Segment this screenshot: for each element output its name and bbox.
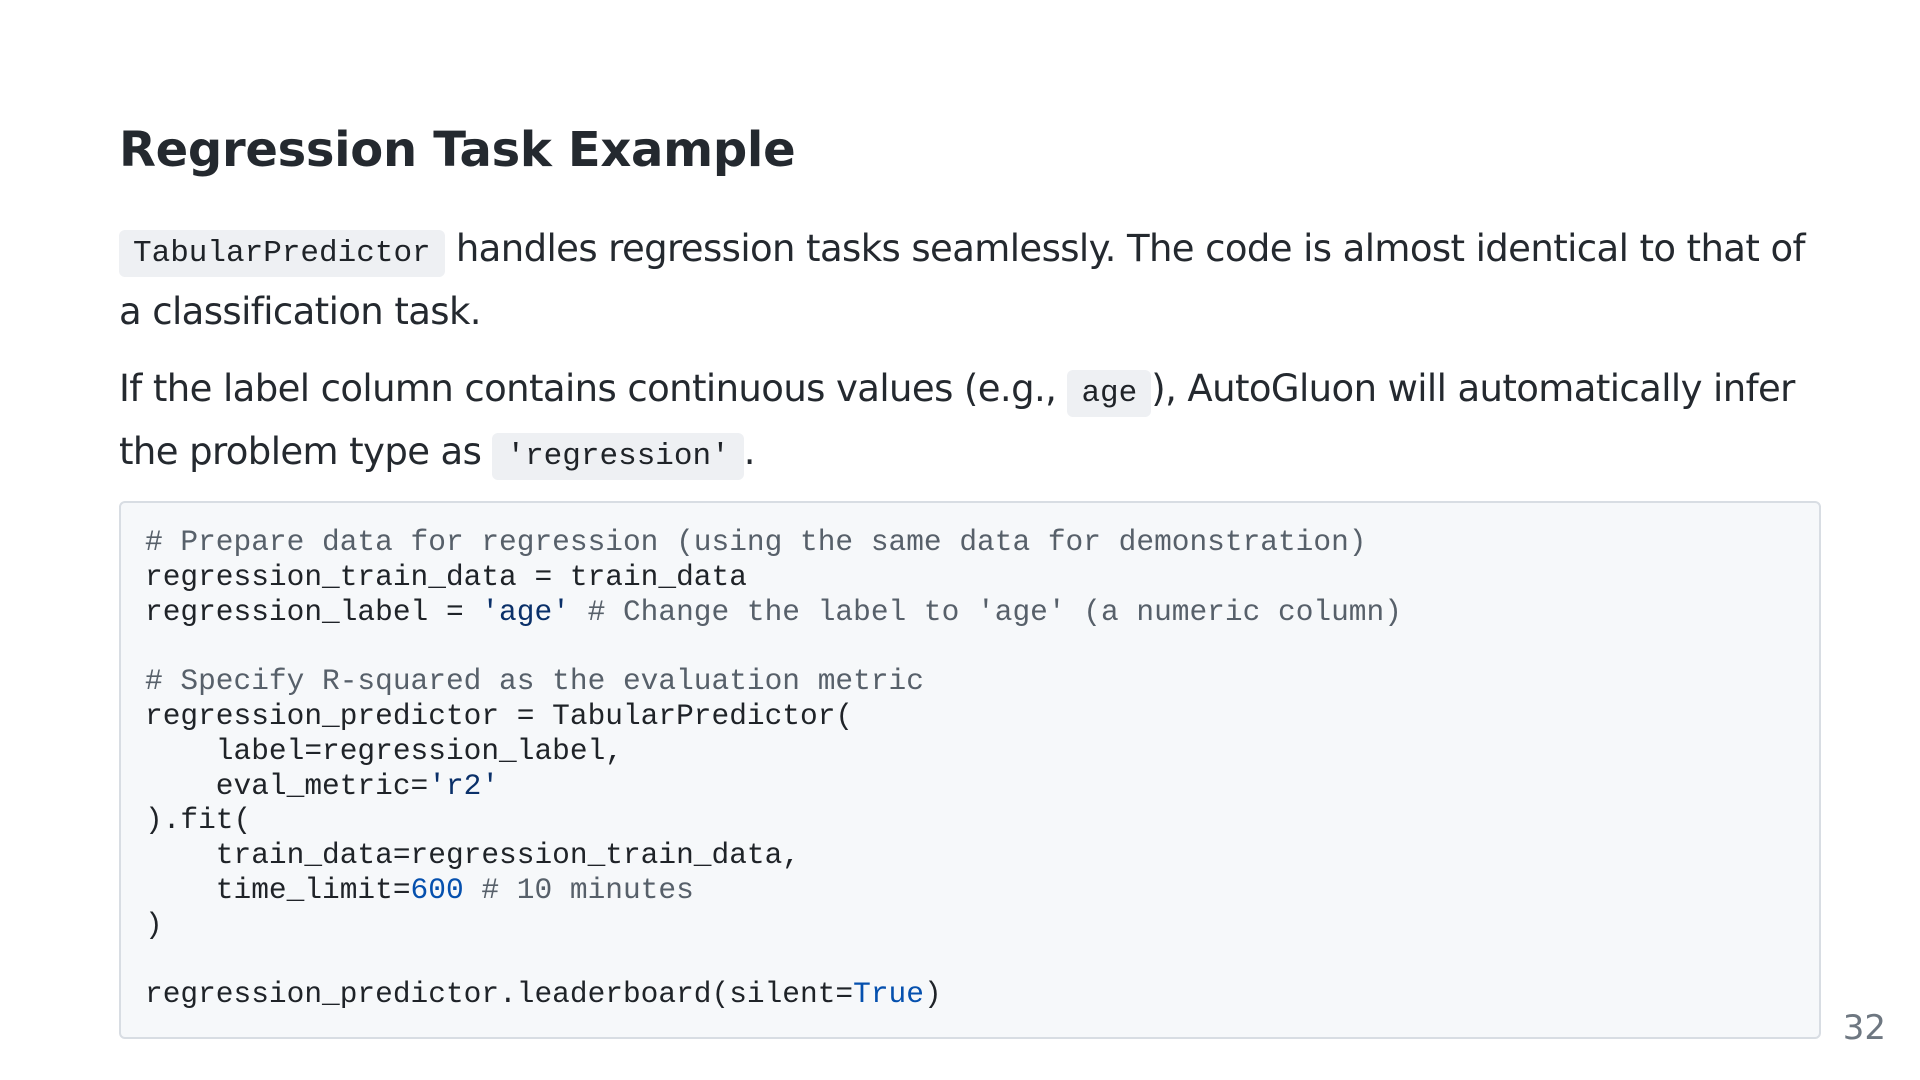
label-text-mid: ), AutoGluon will automatically infer th… (119, 367, 1795, 473)
code-line: eval_metric='r2' (145, 769, 1795, 804)
intro-text: handles regression tasks seamlessly. The… (119, 227, 1806, 333)
code-token-plain: ) (923, 977, 942, 1012)
code-token-plain: regression_predictor.leaderboard(silent= (145, 977, 854, 1012)
code-token-plain: regression_predictor = TabularPredictor( (145, 698, 854, 733)
code-token-keyword: True (853, 977, 924, 1012)
code-token-plain: regression_label = (145, 594, 482, 629)
code-token-plain: train_data=regression_train_data, (145, 838, 801, 873)
code-token-plain: time_limit= (145, 872, 411, 907)
code-token-plain: ).fit( (145, 803, 252, 838)
code-line: # Specify R-squared as the evaluation me… (145, 664, 1795, 699)
code-line (145, 943, 1795, 978)
code-line: regression_label = 'age' # Change the la… (145, 595, 1795, 630)
label-paragraph: If the label column contains continuous … (119, 360, 1819, 486)
code-token-comment: # Prepare data for regression (using the… (145, 525, 1367, 559)
code-line: # Prepare data for regression (using the… (145, 525, 1795, 560)
code-block: # Prepare data for regression (using the… (119, 501, 1821, 1039)
code-token-plain: eval_metric= (145, 768, 429, 803)
code-line: ) (145, 908, 1795, 943)
code-line: regression_predictor.leaderboard(silent=… (145, 977, 1795, 1012)
page-number: 32 (1842, 1008, 1886, 1048)
inline-code-age: age (1067, 370, 1152, 417)
code-line: time_limit=600 # 10 minutes (145, 873, 1795, 908)
code-line (145, 629, 1795, 664)
code-token-string: 'age' (481, 594, 570, 629)
inline-code-tabularpredictor: TabularPredictor (119, 230, 445, 277)
code-token-plain: regression_train_data = train_data (145, 559, 747, 594)
label-text-after: . (743, 430, 756, 473)
code-line: regression_train_data = train_data (145, 560, 1795, 595)
code-line: regression_predictor = TabularPredictor( (145, 699, 1795, 734)
code-token-plain: ) (145, 907, 163, 942)
code-token-comment: # Change the label to 'age' (a numeric c… (569, 594, 1402, 629)
code-token-comment: # Specify R-squared as the evaluation me… (145, 664, 924, 699)
intro-paragraph: TabularPredictor handles regression task… (119, 220, 1819, 341)
code-token-comment: # 10 minutes (463, 872, 694, 907)
code-token-string: 'r2' (428, 768, 500, 803)
inline-code-regression: 'regression' (492, 433, 744, 480)
slide-title: Regression Task Example (119, 122, 796, 178)
code-line: train_data=regression_train_data, (145, 838, 1795, 873)
code-line: ).fit( (145, 803, 1795, 838)
label-text-before: If the label column contains continuous … (119, 367, 1068, 410)
code-token-number: 600 (410, 872, 464, 907)
code-line: label=regression_label, (145, 734, 1795, 769)
code-token-plain: label=regression_label, (145, 733, 623, 768)
